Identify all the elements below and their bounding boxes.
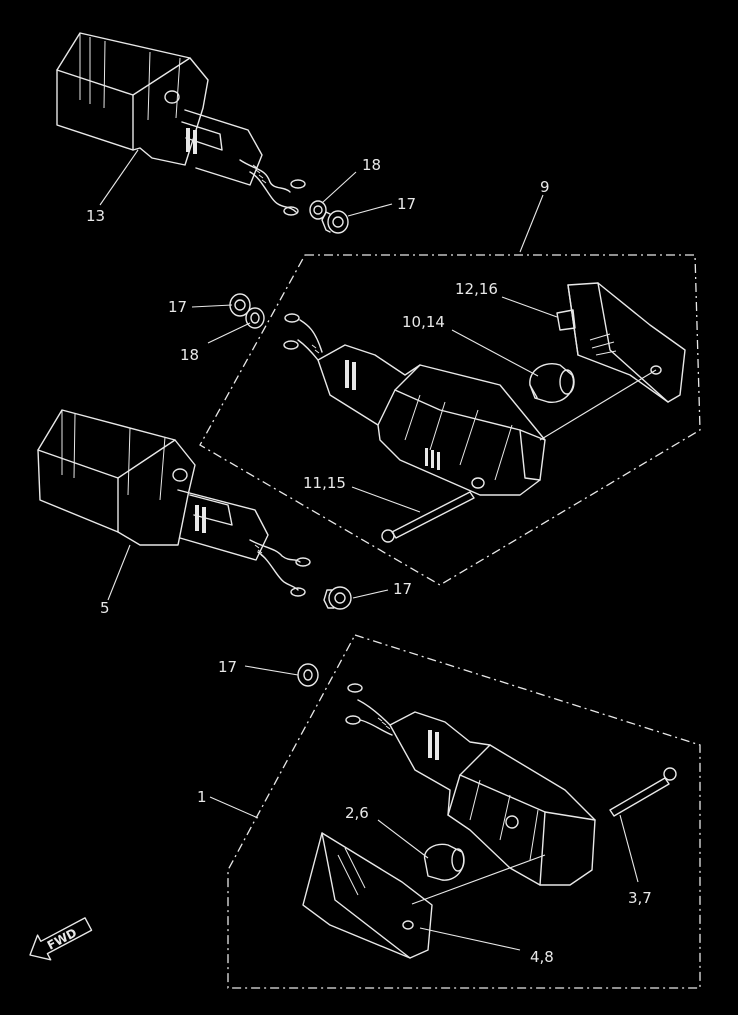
callout-9: 9 [540,178,550,196]
callout-4-8: 4,8 [530,948,554,966]
nut-17-top [321,210,349,234]
turn-signal-assembly-13 [56,32,306,216]
callout-17-mid: 17 [168,298,187,316]
callout-1: 1 [197,788,207,806]
lens-12-16 [556,282,686,403]
bulb-10-14 [529,363,575,403]
turn-signal-assembly-9 [283,313,546,496]
leader-lines [99,149,657,951]
fwd-arrow-icon: FWD [29,917,93,961]
nut-17-lower [323,586,352,610]
boundary-1 [227,634,701,989]
callout-18-mid: 18 [180,346,199,364]
screw-3-7 [609,767,677,817]
callout-11-15: 11,15 [303,474,346,492]
washer-18-top [309,200,327,220]
screw-11-15 [381,491,475,543]
boundary-9 [199,254,701,586]
callout-12-16: 12,16 [455,280,498,298]
callout-18-top: 18 [362,156,381,174]
callout-17-lower: 17 [393,580,412,598]
lens-4-8 [302,832,433,959]
turn-signal-assembly-5 [37,409,311,597]
callout-17-top: 17 [397,195,416,213]
turn-signal-assembly-1 [345,683,596,886]
callout-10-14: 10,14 [402,313,445,331]
washer-18-mid [245,307,265,329]
nut-17-bottom [297,663,319,687]
bulb-2-6 [423,843,465,881]
callout-5: 5 [100,599,110,617]
callout-2-6: 2,6 [345,804,369,822]
callout-13: 13 [86,207,105,225]
callout-17-bottom: 17 [218,658,237,676]
callout-3-7: 3,7 [628,889,652,907]
